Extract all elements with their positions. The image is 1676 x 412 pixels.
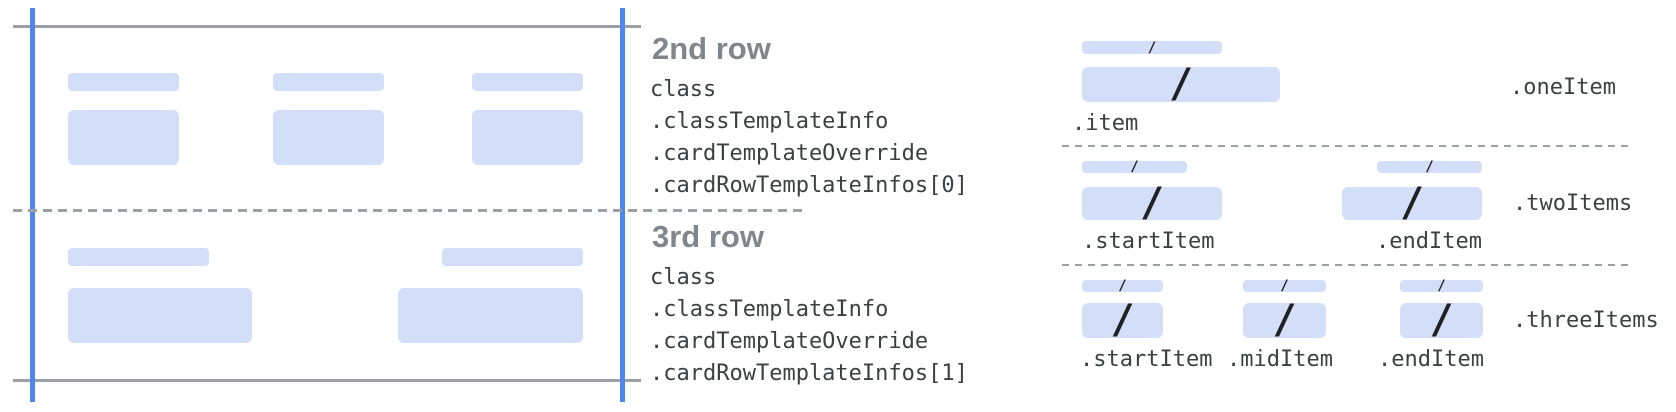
slash-glyph: / xyxy=(1147,39,1157,56)
row3-col2-value-placeholder xyxy=(398,288,583,343)
slash-glyph: / xyxy=(1425,159,1434,175)
threeitems-mid-value-bar: / xyxy=(1243,297,1326,343)
code-line: .classTemplateInfo xyxy=(650,109,889,134)
slash-glyph: / xyxy=(1280,278,1289,294)
row3-col1-label-placeholder xyxy=(68,248,209,266)
row3-heading: 3rd row xyxy=(652,219,764,254)
row-divider-dashed-line xyxy=(13,209,803,212)
threeitems-layout-label: .threeItems xyxy=(1513,308,1659,333)
startitem-label: .startItem xyxy=(1082,229,1215,254)
twoitems-start-label-bar: / xyxy=(1082,159,1187,175)
card-right-edge-line xyxy=(620,8,625,402)
slash-glyph: / xyxy=(1118,278,1127,294)
threeitems-start-value-bar: / xyxy=(1082,297,1163,343)
code-line: .classTemplateInfo xyxy=(650,297,889,322)
code-line: class xyxy=(650,77,717,102)
slash-glyph: / xyxy=(1130,159,1139,175)
enditem-label: .endItem xyxy=(1378,347,1484,372)
startitem-label: .startItem xyxy=(1080,347,1213,372)
threeitems-end-label-bar: / xyxy=(1400,278,1483,294)
twoitems-end-label-bar: / xyxy=(1377,159,1482,175)
twoitems-layout-label: .twoItems xyxy=(1513,191,1633,216)
slash-glyph: / xyxy=(1110,297,1135,343)
twoitems-start-value-bar: / xyxy=(1082,180,1222,226)
oneitem-value-bar: / xyxy=(1082,61,1280,107)
row2-col3-value-placeholder xyxy=(472,110,583,165)
slash-glyph: / xyxy=(1429,297,1454,343)
row2-col1-value-placeholder xyxy=(68,110,179,165)
slash-glyph: / xyxy=(1272,297,1297,343)
row2-col3-label-placeholder xyxy=(472,73,583,91)
layout-divider-dashed-line xyxy=(1062,264,1632,266)
card-top-line xyxy=(13,25,641,28)
oneitem-label-bar: / xyxy=(1082,39,1222,56)
slash-glyph: / xyxy=(1399,180,1425,226)
code-line: .cardTemplateOverride xyxy=(650,329,929,354)
oneitem-layout-label: .oneItem xyxy=(1510,75,1616,100)
code-line: .cardRowTemplateInfos[0] xyxy=(650,173,968,198)
row2-col1-label-placeholder xyxy=(68,73,179,91)
row2-class-path: class .classTemplateInfo .cardTemplateOv… xyxy=(650,74,968,202)
item-label: .item xyxy=(1072,111,1139,136)
code-line: .cardRowTemplateInfos[1] xyxy=(650,361,968,386)
slash-glyph: / xyxy=(1437,278,1446,294)
card-bottom-line xyxy=(13,379,641,382)
card-left-edge-line xyxy=(30,8,35,402)
enditem-label: .endItem xyxy=(1376,229,1482,254)
row2-col2-value-placeholder xyxy=(273,110,384,165)
code-line: class xyxy=(650,265,717,290)
slash-glyph: / xyxy=(1139,180,1165,226)
threeitems-mid-label-bar: / xyxy=(1243,278,1326,294)
row3-col2-label-placeholder xyxy=(442,248,583,266)
twoitems-end-value-bar: / xyxy=(1342,180,1482,226)
threeitems-end-value-bar: / xyxy=(1400,297,1483,343)
row3-col1-value-placeholder xyxy=(68,288,252,343)
miditem-label: .midItem xyxy=(1227,347,1333,372)
layout-divider-dashed-line xyxy=(1062,145,1632,147)
row2-heading: 2nd row xyxy=(652,31,771,66)
row3-class-path: class .classTemplateInfo .cardTemplateOv… xyxy=(650,262,968,390)
threeitems-start-label-bar: / xyxy=(1082,278,1163,294)
row2-col2-label-placeholder xyxy=(273,73,384,91)
slash-glyph: / xyxy=(1168,61,1194,107)
code-line: .cardTemplateOverride xyxy=(650,141,929,166)
